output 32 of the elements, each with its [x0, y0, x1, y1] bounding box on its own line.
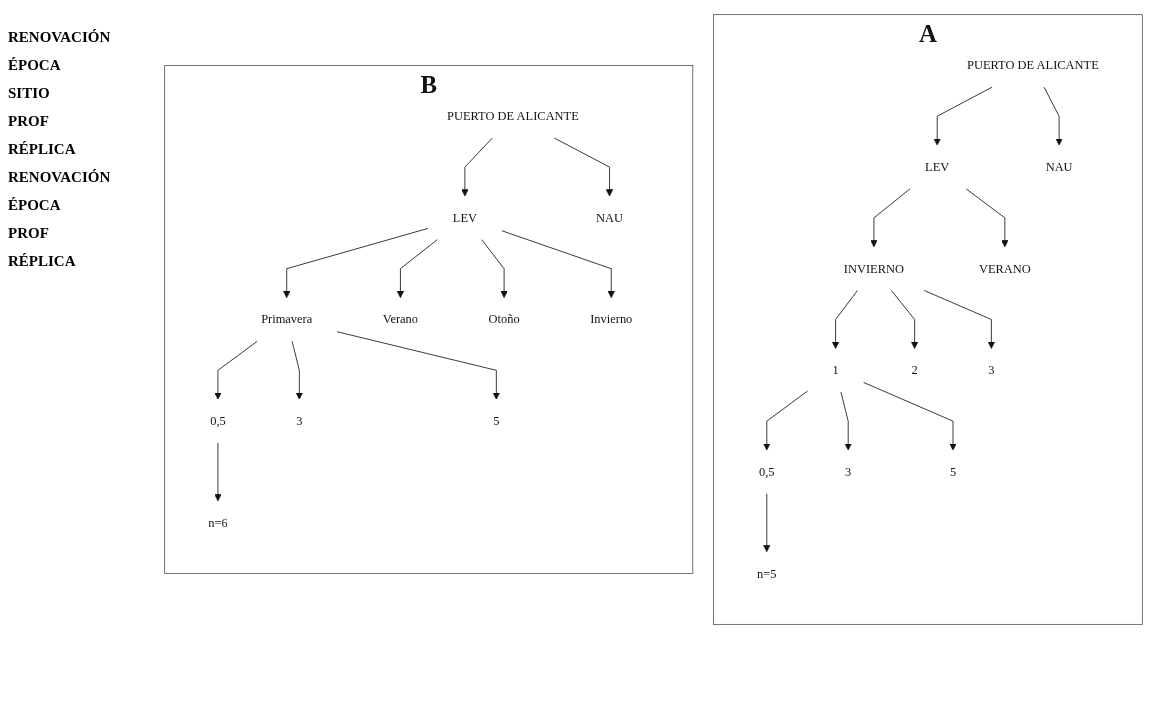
node-text: INVIERNO	[843, 261, 904, 276]
row-label: RÉPLICA	[8, 141, 76, 158]
node-text: Otoño	[488, 312, 520, 326]
node-text: LEV	[925, 160, 950, 174]
node-text: 2	[911, 363, 918, 377]
row-label: PROF	[8, 225, 49, 242]
node-text: Verano	[382, 312, 419, 326]
node-text: n=6	[208, 515, 228, 530]
row-label: SITIO	[8, 85, 50, 102]
row-label: PROF	[8, 113, 49, 130]
node-text: 3	[988, 363, 995, 377]
node-text: NAU	[596, 211, 624, 225]
node-text: 5	[949, 465, 957, 479]
node-text: Primavera	[261, 312, 313, 326]
node-text: PUERTO DE ALICANTE	[967, 58, 1099, 72]
node-text: 5	[493, 414, 500, 428]
node-text: n=5	[757, 566, 777, 580]
node-text: 0,5	[210, 414, 226, 428]
node-text: 0,5	[759, 465, 775, 479]
node-text: 1	[832, 363, 839, 377]
row-label: RENOVACIÓN	[8, 169, 111, 186]
node-text: PUERTO DE ALICANTE	[447, 109, 579, 123]
node-text: VERANO	[978, 261, 1031, 276]
row-label: RÉPLICA	[8, 253, 76, 270]
row-label: RENOVACIÓN	[8, 29, 111, 46]
row-label: ÉPOCA	[8, 57, 61, 74]
node-text: Invierno	[590, 312, 633, 326]
node-text: 3	[845, 465, 852, 479]
row-label: ÉPOCA	[8, 197, 61, 214]
node-text: 3	[296, 414, 303, 428]
node-text: LEV	[452, 211, 477, 225]
node-text: NAU	[1045, 160, 1073, 174]
